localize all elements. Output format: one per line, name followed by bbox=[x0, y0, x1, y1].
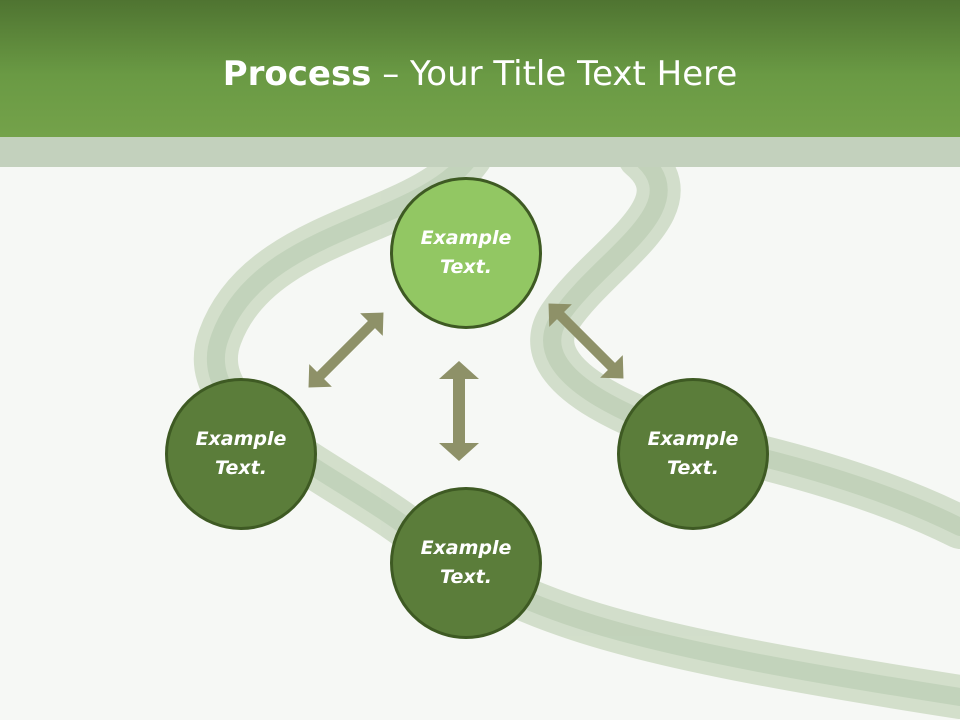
arrow-top-left bbox=[308, 312, 384, 388]
process-circle-bottom: Example Text. bbox=[390, 487, 542, 639]
arrow-top-right bbox=[548, 303, 624, 379]
circle-label: Example Text. bbox=[420, 537, 512, 588]
arrow-vertical bbox=[439, 361, 479, 461]
circle-label: Example Text. bbox=[195, 428, 287, 479]
process-circle-right: Example Text. bbox=[617, 378, 769, 530]
header-bar bbox=[0, 0, 960, 137]
header-band bbox=[0, 137, 960, 167]
slide-title: Process – Your Title Text Here bbox=[0, 52, 960, 96]
title-rest: – Your Title Text Here bbox=[371, 54, 738, 94]
process-circle-top: Example Text. bbox=[390, 177, 542, 329]
title-bold: Process bbox=[222, 54, 372, 94]
process-circle-left: Example Text. bbox=[165, 378, 317, 530]
circle-label: Example Text. bbox=[647, 428, 739, 479]
circle-label: Example Text. bbox=[420, 227, 512, 278]
